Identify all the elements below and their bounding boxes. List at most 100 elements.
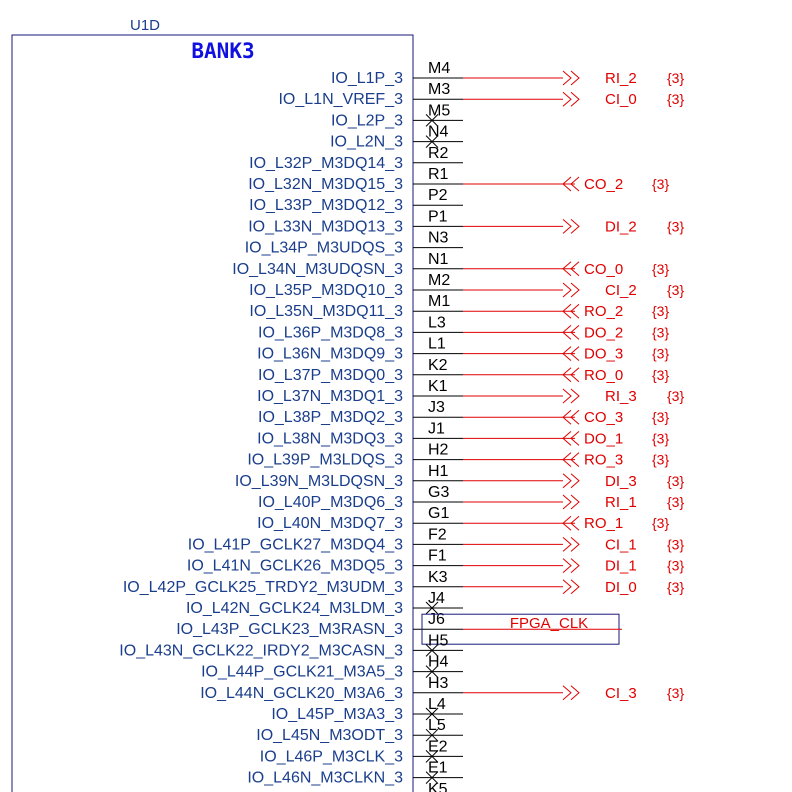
pin-row[interactable]: K5 xyxy=(413,781,463,792)
net-label[interactable]: CO_3 xyxy=(584,409,623,426)
no-connect-mark xyxy=(425,114,439,127)
pin-row[interactable]: IO_L34P_M3UDQS_3N3 xyxy=(245,230,463,257)
net-label[interactable]: RI_2 xyxy=(605,70,637,87)
pin-row[interactable]: IO_L32P_M3DQ14_3R2 xyxy=(249,145,463,172)
pin-number: F1 xyxy=(428,548,447,565)
net-label[interactable]: RI_1 xyxy=(605,494,637,511)
net-label[interactable]: DI_2 xyxy=(605,218,637,235)
net-label[interactable]: DI_3 xyxy=(605,473,637,490)
pin-row[interactable]: IO_L2N_3N4 xyxy=(330,124,463,151)
page-ref-label: {3} xyxy=(652,409,669,425)
input-port-icon xyxy=(570,346,580,361)
no-connect-mark xyxy=(425,644,439,657)
pin-signal-name: IO_L42N_GCLK24_M3LDM_3 xyxy=(186,600,403,617)
output-port-icon xyxy=(562,282,572,298)
input-port-icon xyxy=(570,431,580,446)
pin-signal-name: IO_L34N_M3UDQSN_3 xyxy=(232,261,403,278)
output-port-icon xyxy=(562,558,572,573)
net-label[interactable]: RO_1 xyxy=(584,515,623,532)
net-label[interactable]: RO_0 xyxy=(584,367,623,384)
pin-number: K1 xyxy=(428,378,448,395)
page-ref-label: {3} xyxy=(652,346,669,362)
pin-row[interactable]: IO_L43N_GCLK22_IRDY2_M3CASN_3H5 xyxy=(119,632,463,659)
net-label[interactable]: CI_2 xyxy=(605,282,637,299)
output-port-icon xyxy=(570,579,580,595)
pin-row[interactable]: IO_L2P_3M5 xyxy=(331,102,463,129)
net-label[interactable]: RO_2 xyxy=(584,303,623,320)
net-label[interactable]: CO_2 xyxy=(584,176,623,193)
pin-signal-name: IO_L2P_3 xyxy=(331,112,403,129)
net-label[interactable]: DO_2 xyxy=(584,324,623,341)
pin-number: H2 xyxy=(428,442,449,459)
net-label[interactable]: FPGA_CLK xyxy=(510,615,588,632)
pin-signal-name: IO_L41P_GCLK27_M3DQ4_3 xyxy=(188,536,403,553)
output-port-icon xyxy=(562,91,572,107)
pin-number: J4 xyxy=(428,590,445,607)
pin-row[interactable]: IO_L46P_M3CLK_3E2 xyxy=(260,738,463,765)
pin-number: E2 xyxy=(428,738,448,755)
pin-signal-name: IO_L44P_GCLK21_M3A5_3 xyxy=(201,664,403,681)
pin-signal-name: IO_L44N_GCLK20_M3A6_3 xyxy=(200,685,403,702)
pin-row[interactable]: IO_L45P_M3A3_3L4 xyxy=(271,696,463,723)
input-port-icon xyxy=(570,176,580,192)
output-port-icon xyxy=(570,70,580,86)
pin-row[interactable]: IO_L44P_GCLK21_M3A5_3H4 xyxy=(201,654,463,681)
page-ref-label: {3} xyxy=(667,558,684,574)
net-label[interactable]: CO_0 xyxy=(584,261,623,278)
component-body[interactable] xyxy=(11,34,414,792)
net-label[interactable]: CI_3 xyxy=(605,685,637,702)
pin-number: N4 xyxy=(428,124,449,141)
net-label[interactable]: DI_0 xyxy=(605,579,637,596)
pin-number: J6 xyxy=(428,611,445,628)
pin-row[interactable]: IO_L33P_M3DQ12_3P2 xyxy=(249,187,463,214)
net-label[interactable]: DO_3 xyxy=(584,346,623,363)
output-port-icon xyxy=(562,388,572,404)
net-label[interactable]: DO_1 xyxy=(584,430,623,447)
net-label[interactable]: RI_3 xyxy=(605,388,637,405)
output-port-icon xyxy=(562,579,572,595)
net-label[interactable]: CI_0 xyxy=(605,91,637,108)
no-connect-mark xyxy=(425,665,439,678)
output-port-icon xyxy=(562,494,572,510)
pin-number: G1 xyxy=(428,505,449,522)
output-port-icon xyxy=(570,537,580,552)
net-label[interactable]: CI_1 xyxy=(605,536,637,553)
pin-signal-name: IO_L1P_3 xyxy=(331,70,403,87)
page-ref-label: {3} xyxy=(667,685,684,701)
output-port-icon xyxy=(562,537,572,552)
input-port-icon xyxy=(570,515,580,531)
pin-signal-name: IO_L36N_M3DQ9_3 xyxy=(257,346,403,363)
net-label[interactable]: DI_1 xyxy=(605,558,637,575)
pin-signal-name: IO_L42P_GCLK25_TRDY2_M3UDM_3 xyxy=(123,579,403,596)
pin-signal-name: IO_L33N_M3DQ13_3 xyxy=(248,218,403,235)
pin-row[interactable]: IO_L46N_M3CLKN_3E1 xyxy=(247,760,463,787)
net-label[interactable]: RO_3 xyxy=(584,452,623,469)
component-refdes[interactable]: U1D xyxy=(130,17,160,34)
pin-row[interactable]: IO_L45N_M3ODT_3L5 xyxy=(256,717,463,744)
page-ref-label: {3} xyxy=(652,324,669,340)
output-port-icon xyxy=(570,388,580,404)
pin-row[interactable]: IO_L42N_GCLK24_M3LDM_3 J4 xyxy=(186,590,463,617)
